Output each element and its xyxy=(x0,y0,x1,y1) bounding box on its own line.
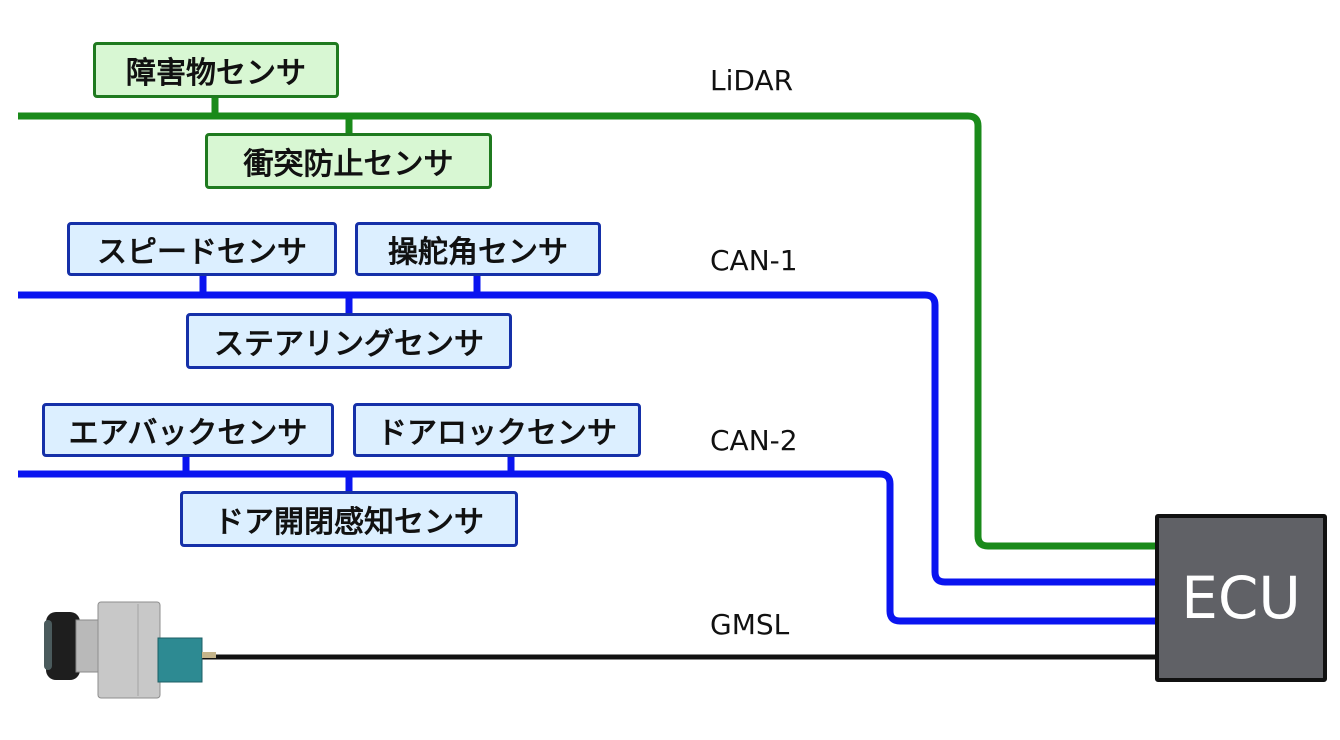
sensor-node-door-open-detect: ドア開閉感知センサ xyxy=(180,491,518,547)
sensor-node-obstacle: 障害物センサ xyxy=(93,42,339,98)
sensor-node-airbag: エアバックセンサ xyxy=(42,403,334,457)
sensor-node-steering-angle: 操舵角センサ xyxy=(355,222,601,276)
can2-bus-line xyxy=(18,470,1158,625)
ecu-box: ECU xyxy=(1155,514,1327,682)
bus-label-can2: CAN-2 xyxy=(710,424,798,457)
camera-module-icon xyxy=(44,601,216,699)
ecu-label: ECU xyxy=(1181,564,1301,632)
lidar-bus-line xyxy=(18,112,1158,550)
bus-label-lidar: LiDAR xyxy=(710,64,794,97)
bus-label-can1: CAN-1 xyxy=(710,244,798,277)
sensor-node-door-lock: ドアロックセンサ xyxy=(353,403,641,457)
sensor-node-speed: スピードセンサ xyxy=(67,222,337,276)
can1-bus-line xyxy=(18,291,1158,586)
bus-label-gmsl: GMSL xyxy=(710,608,790,641)
sensor-node-steering: ステアリングセンサ xyxy=(186,313,512,369)
sensor-node-collision-avoidance: 衝突防止センサ xyxy=(205,133,492,189)
